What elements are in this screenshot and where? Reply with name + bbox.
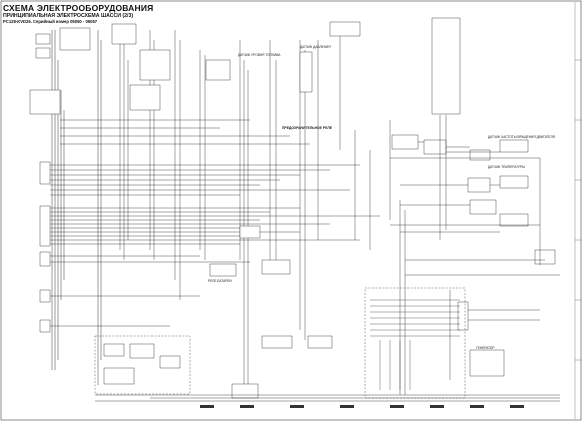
connector-cn1 [39,161,51,185]
right-wires [390,115,560,380]
label-battery-relay: РЕЛЕ БАТАРЕИ [208,279,232,283]
component-bl-3 [159,355,181,369]
component-top-8 [329,21,361,37]
component-cb-4 [307,335,333,349]
label-generator: ГЕНЕРАТОР [476,346,494,350]
horizontal-wire-bundle [50,119,380,327]
center-vertical-wires [119,30,406,395]
relay-block-7 [469,199,497,215]
generator-block [469,349,505,377]
component-cb-5 [231,383,259,399]
connector-cn3 [39,251,51,267]
component-left-switch [29,89,61,115]
connector-cn5 [39,319,51,333]
label-fuel-sensor: ДАТЧИК УРОВНЯ ТОПЛИВА [238,53,281,57]
right-border-ticks [575,59,581,361]
component-cb-6 [239,225,261,239]
label-water-temp: ДАТЧИК ТЕМПЕРАТУРЫ [488,165,525,169]
relay-block-5 [467,177,491,193]
component-top-2 [35,47,51,59]
label-preheat-relay: ПРЕДОХРАНИТЕЛЬНОЕ РЕЛЕ [282,126,333,130]
component-relay-box [129,84,161,111]
center-bottom-blocks [209,225,333,399]
diagram-model-line: PC128-KVD26. Серийный номер 05050 - 0505… [3,19,98,24]
component-top-6 [205,59,231,81]
top-components [29,17,461,115]
terminal-strip [457,301,469,331]
component-top-4 [111,23,137,45]
bottom-left-components [103,343,181,385]
relay-block-9 [534,249,556,265]
left-wire-trunk [51,30,102,385]
component-top-5 [139,49,171,81]
component-bl-4 [103,367,135,385]
relay-block-1 [391,134,419,150]
connector-cn4 [39,289,51,303]
component-top-1 [35,33,51,45]
bottom-ground-bar [95,394,560,402]
component-top-right [431,17,461,115]
connector-cn2 [39,205,51,247]
component-top-3 [59,27,91,51]
relay-block-2 [423,139,447,155]
bottom-terminal-marks [200,405,524,408]
label-pressure-sensor: ДАТЧИК ДАВЛЕНИЯ [300,45,331,49]
component-bl-2 [129,343,155,359]
bottom-left-dashed-box [94,335,191,395]
component-cb-3 [261,335,293,349]
label-engine-speed: ДАТЧИК ЧАСТОТЫ ВРАЩЕНИЯ ДВИГАТЕЛЯ [488,135,556,139]
relay-block-6 [499,175,529,189]
relay-block-4 [499,139,529,153]
component-bl-1 [103,343,125,357]
left-connectors [39,161,51,333]
diagram-title: СХЕМА ЭЛЕКТРООБОРУДОВАНИЯ [3,3,154,13]
component-cb-2 [261,259,291,275]
right-relay-blocks [391,134,556,377]
relay-block-3 [469,149,491,161]
diagram-subtitle: ПРИНЦИПИАЛЬНАЯ ЭЛЕКТРОСХЕМА ШАССИ (2/3) [3,13,134,19]
component-cb-1 [209,263,237,277]
relay-block-8 [499,213,529,227]
fuse-rows [370,299,460,390]
component-top-7 [299,51,313,93]
